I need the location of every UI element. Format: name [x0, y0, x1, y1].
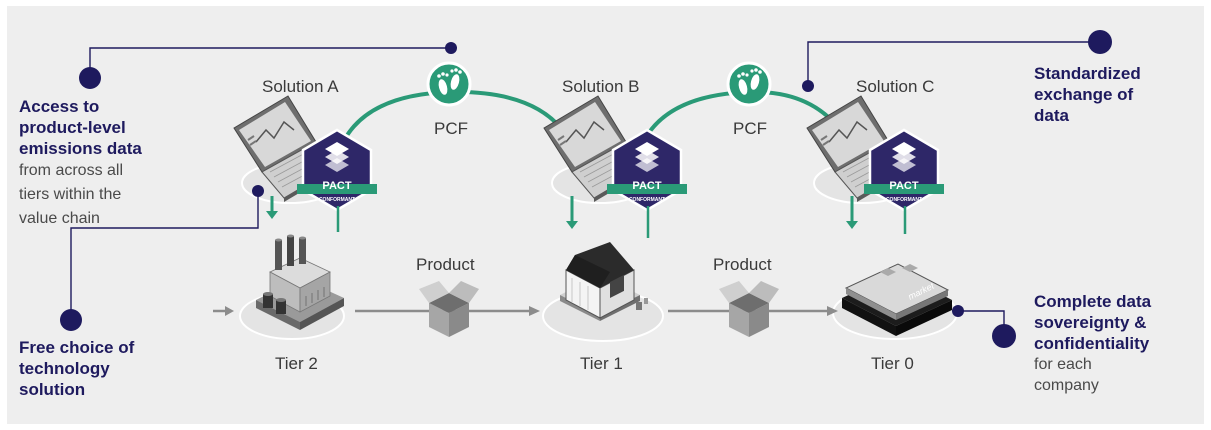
callout-access-line: product-level — [19, 118, 126, 137]
pcf-label: PCF — [434, 119, 468, 138]
solution-c-label: Solution C — [856, 77, 935, 96]
badge-title: PACT — [322, 180, 351, 192]
callout-access-line: value chain — [19, 210, 100, 227]
badge-subtitle: CONFORMANT — [629, 197, 665, 203]
callout-access-line: emissions data — [19, 139, 142, 158]
callout-access-line: tiers within the — [19, 186, 122, 203]
badge-title: PACT — [632, 180, 661, 192]
tier-0-label: Tier 0 — [871, 354, 914, 373]
callout-access-line: from across all — [19, 162, 124, 179]
box-icon — [419, 281, 479, 337]
tier-1-label: Tier 1 — [580, 354, 623, 373]
badge-title: PACT — [889, 180, 918, 192]
pcf-label: PCF — [733, 119, 767, 138]
callout-std-line: data — [1034, 106, 1069, 125]
callout-sov-line: sovereignty & — [1034, 313, 1147, 332]
callout-free-line: technology — [19, 359, 110, 378]
down-arrows — [266, 196, 907, 238]
factory-icon — [256, 234, 344, 330]
callout-access: Access to product-level emissions data f… — [19, 96, 142, 231]
footprints-icon — [726, 61, 772, 107]
callout-std-line: exchange of — [1034, 85, 1134, 104]
callout-sovereignty: Complete data sovereignty & confidential… — [1034, 291, 1151, 396]
diagram-background — [7, 6, 1204, 424]
callout-sov-line: for each — [1034, 356, 1092, 373]
callout-free-line: Free choice of — [19, 338, 135, 357]
callout-std-line: Standardized — [1034, 64, 1141, 83]
tier-2-label: Tier 2 — [275, 354, 318, 373]
callout-sov-line: confidentiality — [1034, 334, 1150, 353]
badge-subtitle: CONFORMANT — [886, 197, 922, 203]
box-icon — [719, 281, 779, 337]
warehouse-icon — [560, 242, 648, 321]
callout-dots — [60, 30, 1112, 348]
solution-b-label: Solution B — [562, 77, 640, 96]
market-icon: market — [842, 263, 952, 336]
callout-access-line: Access to — [19, 97, 100, 116]
product-label: Product — [416, 255, 475, 274]
callout-sov-line: company — [1034, 377, 1099, 394]
product-label: Product — [713, 255, 772, 274]
solution-a-label: Solution A — [262, 77, 339, 96]
callout-free-choice: Free choice of technology solution — [19, 337, 134, 400]
callout-standardized: Standardized exchange of data — [1034, 63, 1141, 126]
footprints-icon — [426, 61, 472, 107]
badge-subtitle: CONFORMANT — [319, 197, 355, 203]
callout-free-line: solution — [19, 380, 86, 399]
callout-sov-line: Complete data — [1034, 292, 1152, 311]
